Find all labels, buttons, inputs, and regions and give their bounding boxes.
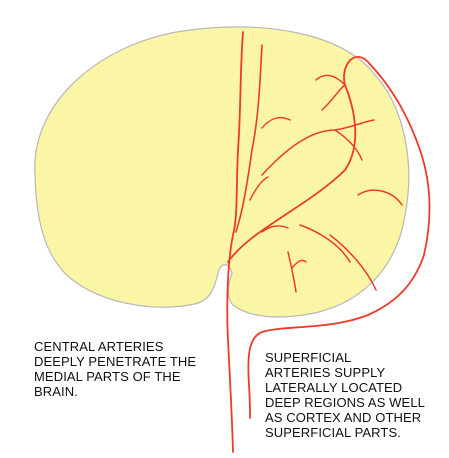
caption-line: DEEPLY PENETRATE THE [34, 354, 196, 369]
caption-line: SUPERFICIAL [265, 350, 425, 365]
caption-line: SUPERFICIAL PARTS. [265, 425, 425, 440]
caption-line: CENTRAL ARTERIES [34, 339, 196, 354]
caption-line: LATERALLY LOCATED [265, 380, 425, 395]
central-arteries-caption: CENTRAL ARTERIES DEEPLY PENETRATE THE ME… [34, 339, 196, 399]
caption-line: ARTERIES SUPPLY [265, 365, 425, 380]
superficial-arteries-caption: SUPERFICIAL ARTERIES SUPPLY LATERALLY LO… [265, 350, 425, 440]
caption-line: DEEP REGIONS AS WELL [265, 395, 425, 410]
caption-line: BRAIN. [34, 384, 196, 399]
caption-line: MEDIAL PARTS OF THE [34, 369, 196, 384]
brain-section [35, 27, 409, 317]
caption-line: AS CORTEX AND OTHER [265, 410, 425, 425]
